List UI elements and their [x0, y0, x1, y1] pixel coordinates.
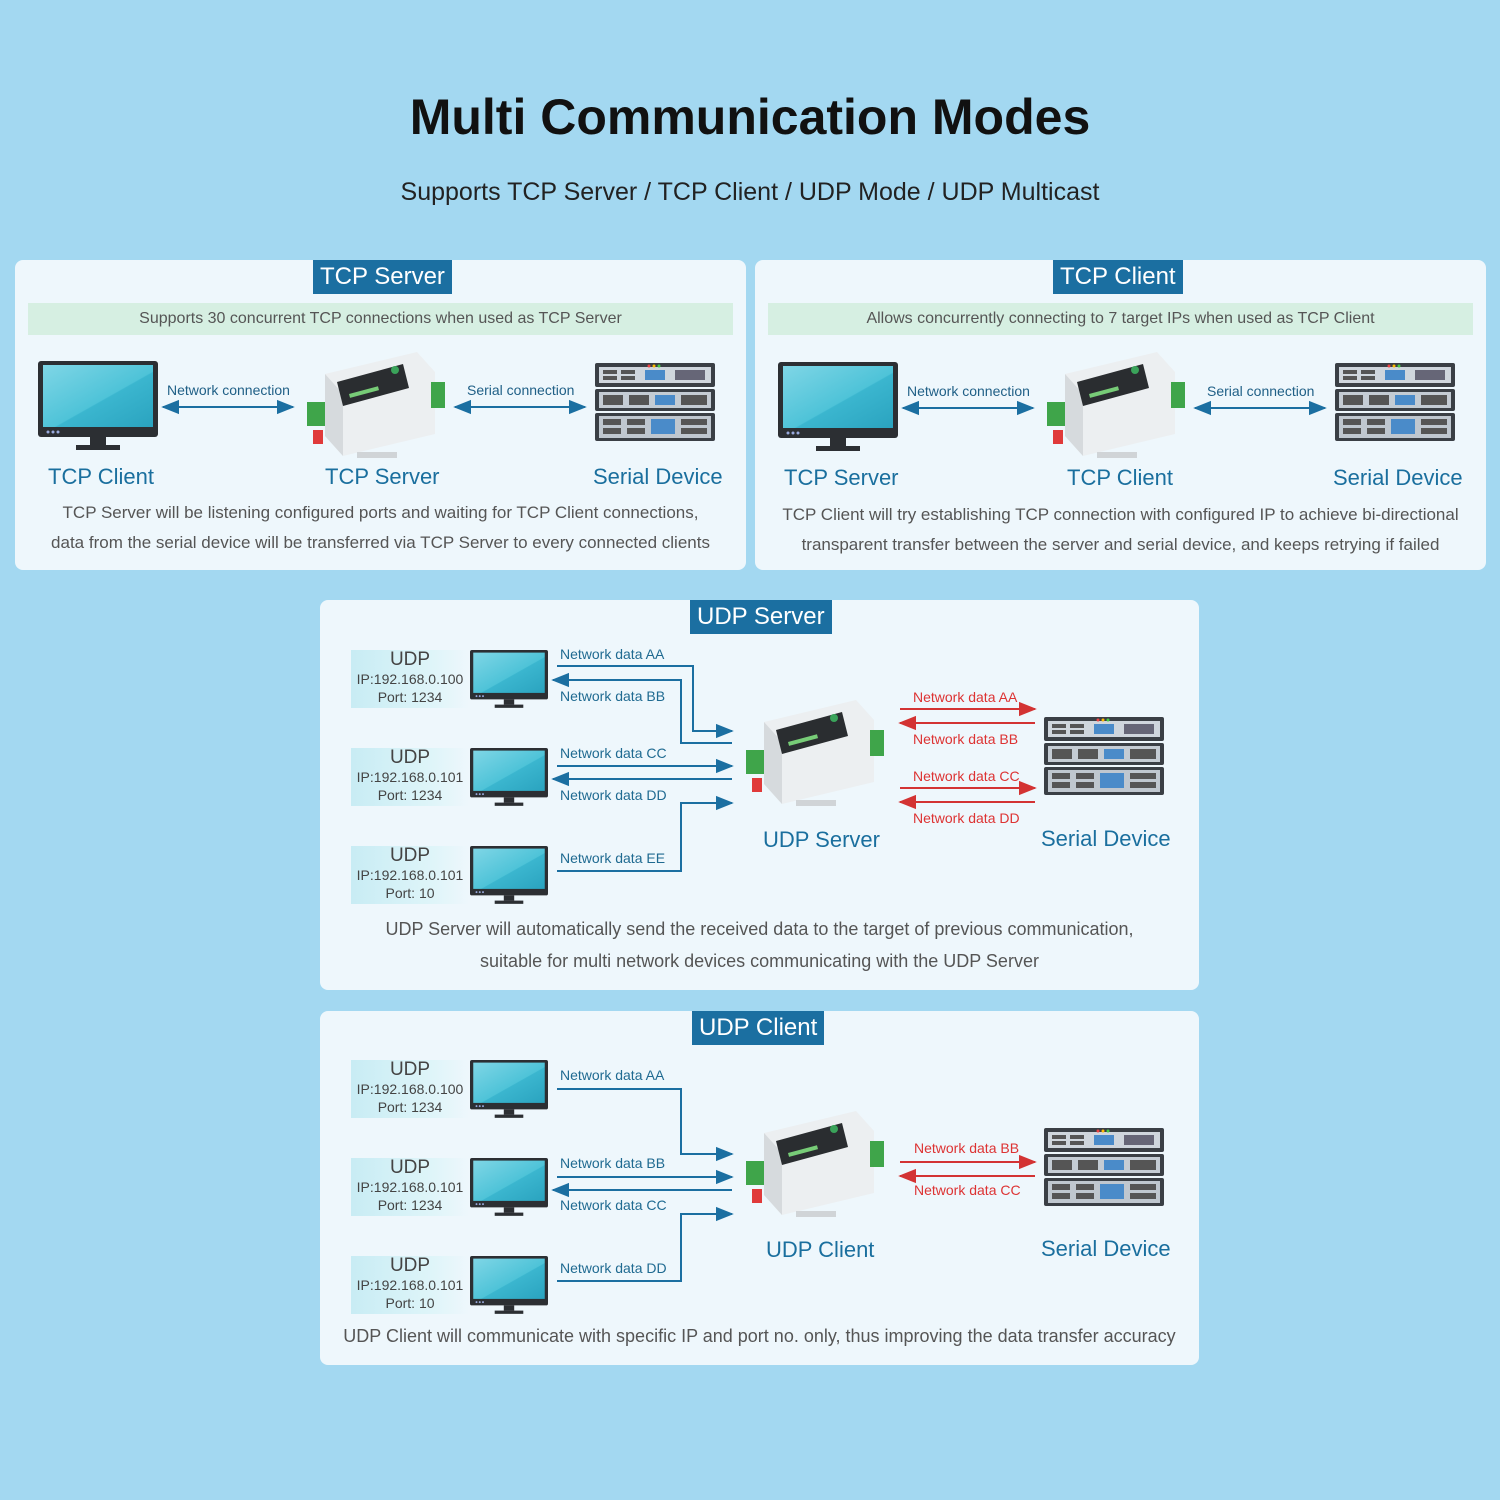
- udp-client-arrows: [551, 1088, 1037, 1282]
- network-data-label: Network data AA: [560, 1067, 665, 1083]
- tcp-server-description: TCP Server will be listening configured …: [15, 498, 746, 558]
- serial-data-label: Network data DD: [913, 810, 1020, 826]
- network-data-label: Network data BB: [560, 1155, 666, 1171]
- tcp-server-arrows: [161, 399, 587, 415]
- udp-client-box: UDP IP:192.168.0.101 Port: 1234: [351, 1158, 469, 1216]
- serial-data-label: Network data BB: [913, 731, 1019, 747]
- page-subtitle: Supports TCP Server / TCP Client / UDP M…: [400, 178, 1100, 206]
- udp-proto-label: UDP: [389, 1059, 431, 1080]
- network-data-label: Network data DD: [560, 787, 667, 803]
- udp-proto-label: UDP: [389, 747, 431, 768]
- tcp-client-tag: TCP Client: [1053, 260, 1183, 294]
- udp-client-label: UDP Client: [766, 1237, 875, 1262]
- udp-server-description: UDP Server will automatically send the r…: [320, 913, 1199, 977]
- page-title: Multi Communication Modes: [409, 89, 1091, 145]
- tcp-server-label: TCP Server: [325, 464, 440, 489]
- udp-client-box: UDP IP:192.168.0.100 Port: 1234: [351, 1060, 469, 1118]
- udp-proto-label: UDP: [389, 1157, 431, 1178]
- ip-label: IP:192.168.0.101: [356, 769, 464, 785]
- desc-line: TCP Server will be listening configured …: [62, 503, 699, 522]
- ip-label: IP:192.168.0.101: [356, 1179, 464, 1195]
- udp-server-label: UDP Server: [763, 827, 880, 852]
- serial-connection-label: Serial connection: [1207, 383, 1315, 399]
- desc-line: data from the serial device will be tran…: [51, 533, 710, 552]
- tcp-server-panel: TCP Server Supports 30 concurrent TCP co…: [15, 260, 746, 570]
- serial-data-label: Network data AA: [913, 689, 1018, 705]
- network-data-label: Network data EE: [560, 850, 666, 866]
- network-data-label: Network data DD: [560, 1260, 667, 1276]
- port-label: Port: 1234: [377, 689, 443, 705]
- tcp-client-label: TCP Client: [48, 464, 154, 489]
- tcp-client-panel: TCP Client Allows concurrently connectin…: [755, 260, 1486, 570]
- serial-device-label: Serial Device: [1333, 465, 1463, 490]
- serial-data-label: Network data CC: [913, 768, 1020, 784]
- tcp-client-arrows: [901, 400, 1327, 416]
- serial-data-label: Network data BB: [914, 1140, 1020, 1156]
- tcp-client-note: Allows concurrently connecting to 7 targ…: [768, 303, 1473, 335]
- network-connection-label: Network connection: [907, 383, 1030, 399]
- network-data-label: Network data AA: [560, 646, 665, 662]
- udp-server-arrows: [551, 665, 1037, 872]
- desc-line: UDP Server will automatically send the r…: [385, 919, 1134, 939]
- port-label: Port: 1234: [377, 787, 443, 803]
- port-label: Port: 1234: [377, 1197, 443, 1213]
- desc-line: transparent transfer between the server …: [801, 535, 1440, 554]
- tcp-server-note: Supports 30 concurrent TCP connections w…: [28, 303, 733, 335]
- udp-server-tag: UDP Server: [690, 600, 832, 634]
- tcp-server-tag: TCP Server: [313, 260, 452, 294]
- tcp-server-label: TCP Server: [784, 465, 899, 490]
- ip-label: IP:192.168.0.101: [356, 867, 464, 883]
- serial-device-label: Serial Device: [1041, 826, 1171, 851]
- udp-client-box: UDP IP:192.168.0.101 Port: 1234: [351, 748, 469, 806]
- udp-client-description: UDP Client will communicate with specifi…: [343, 1326, 1176, 1346]
- tcp-client-description: TCP Client will try establishing TCP con…: [755, 500, 1486, 560]
- udp-client-box: UDP IP:192.168.0.101 Port: 10: [351, 846, 469, 904]
- desc-line: TCP Client will try establishing TCP con…: [782, 505, 1459, 524]
- ip-label: IP:192.168.0.100: [356, 671, 464, 687]
- tcp-client-label: TCP Client: [1067, 465, 1173, 490]
- network-connection-label: Network connection: [167, 382, 290, 398]
- network-data-label: Network data CC: [560, 1197, 667, 1213]
- udp-client-box: UDP IP:192.168.0.100 Port: 1234: [351, 650, 469, 708]
- ip-label: IP:192.168.0.100: [356, 1081, 464, 1097]
- udp-server-panel: UDP Server UDP IP:192.168.0.100 Port: 12…: [320, 600, 1199, 990]
- network-data-label: Network data BB: [560, 688, 666, 704]
- udp-client-tag: UDP Client: [692, 1011, 825, 1045]
- serial-data-label: Network data CC: [914, 1182, 1021, 1198]
- port-label: Port: 10: [385, 1295, 435, 1311]
- port-label: Port: 10: [385, 885, 435, 901]
- serial-device-label: Serial Device: [1041, 1236, 1171, 1261]
- port-label: Port: 1234: [377, 1099, 443, 1115]
- udp-proto-label: UDP: [389, 845, 431, 866]
- udp-proto-label: UDP: [389, 649, 431, 670]
- serial-connection-label: Serial connection: [467, 382, 575, 398]
- network-data-label: Network data CC: [560, 745, 667, 761]
- udp-client-panel: UDP Client UDP IP:192.168.0.100 Port: 12…: [320, 1011, 1199, 1365]
- desc-line: suitable for multi network devices commu…: [480, 951, 1039, 971]
- ip-label: IP:192.168.0.101: [356, 1277, 464, 1293]
- serial-device-label: Serial Device: [593, 464, 723, 489]
- udp-proto-label: UDP: [389, 1255, 431, 1276]
- udp-client-box: UDP IP:192.168.0.101 Port: 10: [351, 1256, 469, 1314]
